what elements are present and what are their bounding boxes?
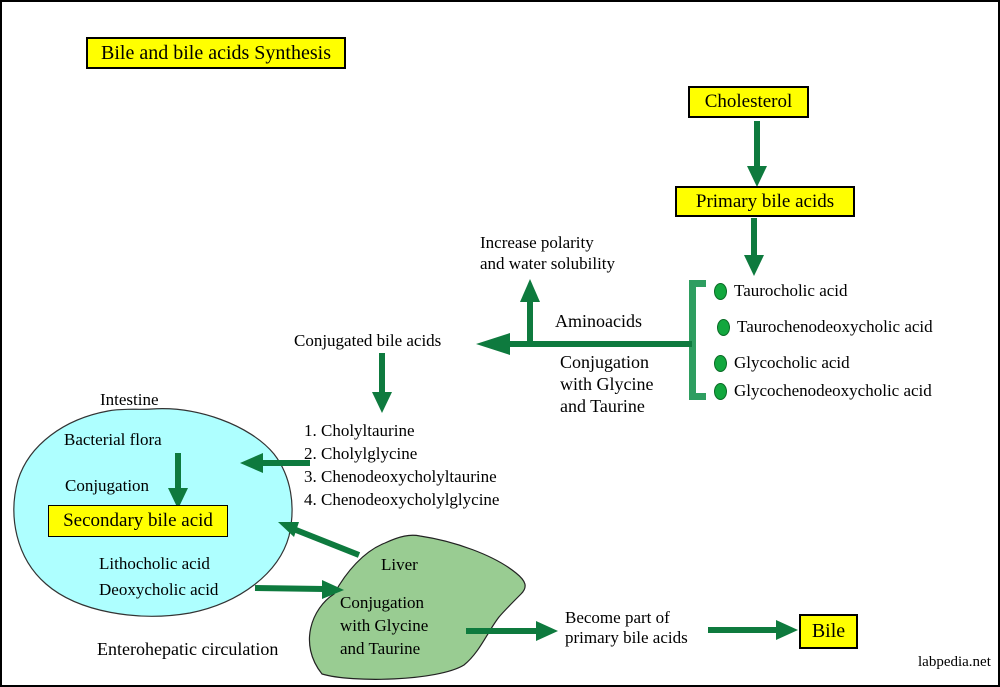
arrow-liver-to-intestine (278, 522, 361, 558)
liver-conjugation-label: Conjugation with Glycine and Taurine (340, 593, 429, 658)
liver-label: Liver (381, 555, 418, 574)
bile-node: Bile (799, 614, 858, 649)
primary-bile-acids-node: Primary bile acids (675, 186, 855, 217)
liver-blob (308, 534, 526, 680)
arrow-deoxycholic-to-liver (254, 580, 344, 599)
arrow-conjugation-to-conjugated (476, 333, 692, 355)
acid-list-item-label: Glycocholic acid (734, 353, 850, 372)
page-title: Bile and bile acids Synthesis (101, 41, 331, 64)
acid-list-item-label: Taurochenodeoxycholic acid (737, 317, 933, 336)
intestine-label: Intestine (100, 390, 159, 409)
conjugation-label: Conjugation (65, 476, 150, 495)
acid-list-item-label: Taurocholic acid (734, 281, 848, 300)
conjugated-list-item: 2. Cholylglycine (304, 444, 418, 463)
arrow-become-part-to-bile (708, 620, 798, 640)
cholesterol-node: Cholesterol (688, 86, 809, 118)
arrow-list-to-intestine (240, 453, 310, 473)
acid-list-item: Glycochenodeoxycholic acid (714, 381, 932, 401)
arrow-bacterial-flora-down (168, 453, 188, 509)
acid-list-item: Taurochenodeoxycholic acid (717, 317, 933, 337)
arrow-conjugated-to-list (372, 353, 392, 413)
aminoacids-label: Aminoacids (555, 311, 642, 331)
conjugated-list-item: 3. Chenodeoxycholyltaurine (304, 467, 497, 486)
conjugated-list-item: 4. Chenodeoxycholylglycine (304, 490, 500, 509)
conjugation-detail-label: Conjugation with Glycine and Taurine (560, 352, 654, 416)
become-part-label: Become part of primary bile acids (565, 608, 688, 647)
increase-polarity-label: Increase polarity and water solubility (480, 233, 616, 273)
acid-list-item: Glycocholic acid (714, 353, 850, 373)
enterohepatic-circulation-label: Enterohepatic circulation (97, 639, 279, 659)
bile-label: Bile (811, 620, 846, 642)
deoxycholic-acid-label: Deoxycholic acid (99, 580, 219, 599)
secondary-bile-acid-label: Secondary bile acid (63, 510, 213, 531)
acid-list-item: Taurocholic acid (714, 281, 848, 301)
watermark: labpedia.net (918, 654, 991, 670)
bullet-dot-icon (714, 282, 727, 300)
bullet-dot-icon (714, 354, 727, 372)
arrow-cholesterol-to-primary (747, 121, 767, 187)
conjugated-list: 1. Cholyltaurine 2. Cholylglycine 3. Che… (304, 419, 499, 511)
bullet-dot-icon (717, 318, 730, 336)
bullet-dot-icon (714, 382, 727, 400)
conjugated-list-item: 1. Cholyltaurine (304, 421, 415, 440)
conjugated-bile-acids-label: Conjugated bile acids (294, 331, 442, 350)
secondary-bile-acid-node: Secondary bile acid (48, 505, 228, 537)
title-box: Bile and bile acids Synthesis (86, 37, 346, 69)
acid-list-item-label: Glycochenodeoxycholic acid (734, 381, 932, 400)
primary-bile-acids-label: Primary bile acids (695, 190, 835, 212)
arrow-liver-to-become-part (466, 621, 558, 641)
cholesterol-label: Cholesterol (704, 91, 793, 112)
arrow-increase-polarity-up (520, 279, 540, 344)
bacterial-flora-label: Bacterial flora (64, 430, 162, 449)
lithocholic-acid-label: Lithocholic acid (99, 554, 210, 573)
arrow-primary-to-acid-list (744, 218, 764, 276)
bracket (689, 280, 706, 400)
